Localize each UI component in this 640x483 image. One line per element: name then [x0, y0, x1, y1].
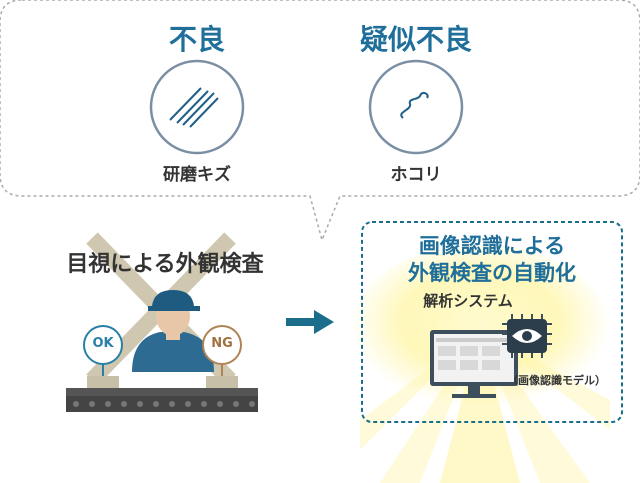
- dust-icon: [368, 59, 464, 155]
- defect-label: 研磨キズ: [163, 165, 231, 185]
- chip-eye-icon: [502, 314, 552, 358]
- ok-label: OK: [92, 336, 114, 351]
- worker-figure: [132, 290, 214, 372]
- arrow-right-icon: [286, 310, 334, 334]
- right-panel-frame: [361, 221, 623, 423]
- item-ng: [206, 376, 238, 388]
- right-title-line1: 画像認識による: [418, 234, 566, 258]
- pseudo-title: 疑似不良: [359, 23, 472, 56]
- pseudo-label: ホコリ: [390, 165, 442, 185]
- ng-bubble: [202, 325, 242, 376]
- left-title: 目視による外観検査: [66, 252, 264, 277]
- system-label: 解析システム: [423, 292, 513, 310]
- scratch-icon: [149, 59, 245, 155]
- defect-title: 不良: [168, 23, 225, 56]
- ng-label: NG: [211, 336, 233, 351]
- right-title-line2: 外観検査の自動化: [408, 261, 576, 285]
- model-label: （画像認識モデル）: [507, 374, 606, 387]
- item-ok: [87, 376, 119, 388]
- conveyor: [66, 388, 258, 412]
- ok-bubble: [83, 325, 123, 376]
- monitor-icon: [430, 330, 518, 398]
